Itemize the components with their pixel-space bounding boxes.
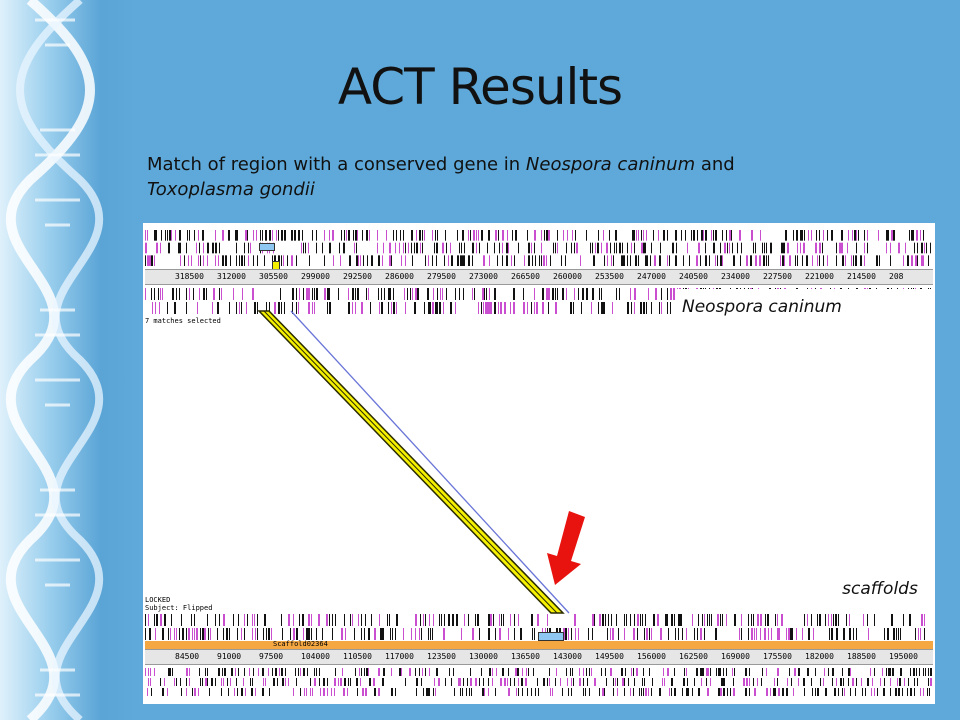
subtitle-text-2: and — [695, 154, 735, 175]
ruler-tick-label: 266500 — [511, 272, 540, 281]
top-position-ruler: 318500 312000 305500 299000 292500 286000 2795… — [145, 269, 933, 285]
ruler-tick-label: 299000 — [301, 272, 330, 281]
top-genome-label: Neospora caninum — [675, 289, 935, 559]
slide-subtitle: Match of region with a conserved gene in… — [147, 152, 827, 202]
ruler-tick-label: 162500 — [679, 652, 708, 661]
dna-helix-image — [0, 0, 135, 720]
ruler-tick-label: 208 — [889, 272, 904, 281]
ruler-tick-label: 253500 — [595, 272, 624, 281]
ruler-tick-label: 182000 — [805, 652, 834, 661]
matches-status: 7 matches selected — [145, 317, 221, 325]
ruler-tick-label: 305500 — [259, 272, 288, 281]
ruler-tick-label: 318500 — [175, 272, 204, 281]
ruler-tick-label: 273000 — [469, 272, 498, 281]
scaffold-feature-bar[interactable]: Scaffold02364 — [145, 640, 933, 649]
subtitle-species-2: Toxoplasma gondii — [147, 179, 315, 200]
subtitle-text-1: Match of region with a conserved gene in — [147, 154, 526, 175]
ruler-tick-label: 110500 — [343, 652, 372, 661]
ruler-tick-label: 175500 — [763, 652, 792, 661]
ruler-tick-label: 195000 — [889, 652, 918, 661]
ruler-tick-label: 169000 — [721, 652, 750, 661]
ruler-tick-label: 91000 — [217, 652, 242, 661]
ruler-tick-label: 221000 — [805, 272, 834, 281]
ruler-tick-label: 188500 — [847, 652, 876, 661]
slide-title: ACT Results — [337, 58, 623, 116]
match-arrow — [547, 511, 585, 585]
ruler-tick-label: 227500 — [763, 272, 792, 281]
bottom-position-ruler: 84500 91000 97500 104000 110500 117000 123500 1… — [145, 649, 933, 665]
subject-status: Subject: Flipped — [145, 604, 213, 612]
ruler-tick-label: 279500 — [427, 272, 456, 281]
locked-status: LOCKED — [145, 596, 171, 604]
bottom-genome-label: scaffolds — [825, 573, 935, 603]
ruler-tick-label: 84500 — [175, 652, 200, 661]
ruler-tick-label: 286000 — [385, 272, 414, 281]
ruler-tick-label: 143000 — [553, 652, 582, 661]
dna-helix-graphic — [5, 0, 104, 720]
ruler-tick-label: 214500 — [847, 272, 876, 281]
act-comparison-view: 318500 312000 305500 299000 292500 286000 2795… — [143, 223, 935, 704]
subtitle-species-1: Neospora caninum — [525, 154, 696, 175]
ruler-tick-label: 97500 — [259, 652, 284, 661]
ruler-tick-label: 149500 — [595, 652, 624, 661]
ruler-tick-label: 104000 — [301, 652, 330, 661]
ruler-tick-label: 130000 — [469, 652, 498, 661]
bottom-sequence-track — [145, 668, 932, 696]
ruler-tick-label: 123500 — [427, 652, 456, 661]
match-region[interactable] — [143, 223, 935, 704]
ruler-tick-label: 136500 — [511, 652, 540, 661]
ruler-tick-label: 117000 — [385, 652, 414, 661]
ruler-tick-label: 247000 — [637, 272, 666, 281]
scaffold-tag: Scaffold02364 — [273, 640, 328, 648]
ruler-tick-label: 312000 — [217, 272, 246, 281]
bottom-feature-marker[interactable] — [538, 632, 564, 641]
ruler-tick-label: 240500 — [679, 272, 708, 281]
bottom-reading-frames-track — [145, 614, 925, 640]
ruler-tick-label: 292500 — [343, 272, 372, 281]
ruler-tick-label: 234000 — [721, 272, 750, 281]
ruler-tick-label: 260000 — [553, 272, 582, 281]
top-sequence-track — [145, 230, 931, 266]
top-feature-marker — [259, 243, 275, 251]
ruler-tick-label: 156000 — [637, 652, 666, 661]
